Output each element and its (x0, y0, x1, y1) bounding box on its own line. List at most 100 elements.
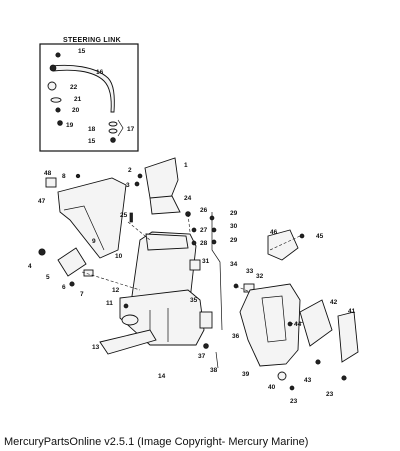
callout-3: 3 (126, 182, 130, 189)
inset-title: STEERING LINK (63, 37, 121, 44)
side-cover-edge (63, 205, 105, 251)
callout-41: 41 (348, 308, 356, 315)
part-39-gearcase (239, 283, 301, 367)
callout-8: 8 (62, 173, 66, 180)
callout-4: 4 (28, 263, 32, 270)
part-48-decal (45, 177, 57, 188)
callout-44: 44 (294, 321, 302, 328)
inset-bolt-19 (57, 120, 63, 126)
callout-35: 35 (190, 297, 198, 304)
rod-38 (215, 351, 219, 369)
align-line-2 (235, 285, 251, 293)
part-47-side-cover (57, 177, 127, 259)
callout-28: 28 (200, 240, 208, 247)
image-caption: MercuryPartsOnline v2.5.1 (Image Copyrig… (4, 436, 309, 448)
callout-18: 18 (88, 126, 96, 133)
callout-48: 48 (44, 170, 52, 177)
callout-19: 19 (66, 122, 74, 129)
link-end-ball (49, 64, 57, 72)
align-line-5 (269, 235, 301, 251)
steering-link-inset: STEERING LINK (39, 37, 139, 152)
gearcase-inner (261, 295, 287, 343)
inset-bushing-18 (108, 121, 118, 127)
part-31-block (189, 259, 201, 271)
callout-30: 30 (230, 223, 238, 230)
callout-6: 6 (62, 284, 66, 291)
screw-23a (289, 385, 295, 391)
nut-4 (38, 248, 46, 256)
callout-20: 20 (72, 107, 80, 114)
callout-16: 16 (96, 69, 104, 76)
callout-46: 46 (270, 229, 278, 236)
part-1-exhaust-cover (144, 157, 179, 201)
callout-13: 13 (92, 344, 100, 351)
screw-45 (299, 233, 305, 239)
bolt-28 (191, 240, 197, 246)
callout-15: 15 (78, 48, 86, 55)
callout-26: 26 (200, 207, 208, 214)
callout-29: 29 (230, 237, 238, 244)
inset-frame (39, 43, 139, 152)
callout-40: 40 (268, 384, 276, 391)
part-41-side-plate (337, 311, 359, 363)
part-13-gasket-ring (99, 329, 157, 355)
screw-43 (315, 359, 321, 365)
bolt-37 (203, 343, 209, 349)
callout-24: 24 (184, 195, 192, 202)
callout-33: 33 (246, 268, 254, 275)
callout-42: 42 (330, 299, 338, 306)
part-35-coupler (199, 311, 213, 329)
screw-8 (75, 173, 81, 179)
screw-11 (123, 303, 129, 309)
callout-9: 9 (92, 238, 96, 245)
callout-15: 15 (88, 138, 96, 145)
part-12-seal (121, 314, 139, 326)
bolt-29a (209, 215, 215, 221)
callout-34: 34 (230, 261, 238, 268)
callout-36: 36 (232, 333, 240, 340)
callout-32: 32 (256, 273, 264, 280)
callout-21: 21 (74, 96, 82, 103)
pin-25 (129, 212, 133, 223)
align-line-6 (187, 213, 191, 233)
callout-10: 10 (115, 253, 123, 260)
callout-1: 1 (184, 162, 188, 169)
callout-25: 25 (120, 212, 128, 219)
inset-nut-20 (55, 107, 61, 113)
housing-top-flange (145, 233, 189, 251)
align-line-1 (81, 271, 141, 291)
callout-12: 12 (112, 287, 120, 294)
callout-37: 37 (198, 353, 206, 360)
inset-washer-21 (50, 97, 62, 103)
part-5-grommet (57, 247, 87, 277)
callout-7: 7 (80, 291, 84, 298)
callout-38: 38 (210, 367, 218, 374)
part-24-gasket (149, 195, 181, 215)
inset-bracket-17 (117, 119, 124, 137)
part-7-clip (83, 269, 94, 277)
bolt-29b (211, 239, 217, 245)
inset-washer-22 (47, 81, 57, 91)
callout-45: 45 (316, 233, 324, 240)
callout-29: 29 (230, 210, 238, 217)
callout-23: 23 (326, 391, 334, 398)
bolt-6 (69, 281, 75, 287)
callout-27: 27 (200, 227, 208, 234)
callout-2: 2 (128, 167, 132, 174)
washer-30 (211, 227, 217, 233)
callout-14: 14 (158, 373, 166, 380)
inset-nut-15 (55, 52, 61, 58)
washer-27 (191, 227, 197, 233)
callout-31: 31 (202, 258, 210, 265)
steering-link-rod (51, 64, 115, 113)
callout-39: 39 (242, 371, 250, 378)
callout-5: 5 (46, 274, 50, 281)
part-40-anode (277, 371, 287, 381)
bolt-3 (134, 181, 140, 187)
callout-17: 17 (127, 126, 135, 133)
part-42-cover (299, 299, 333, 347)
callout-47: 47 (38, 198, 46, 205)
callout-43: 43 (304, 377, 312, 384)
